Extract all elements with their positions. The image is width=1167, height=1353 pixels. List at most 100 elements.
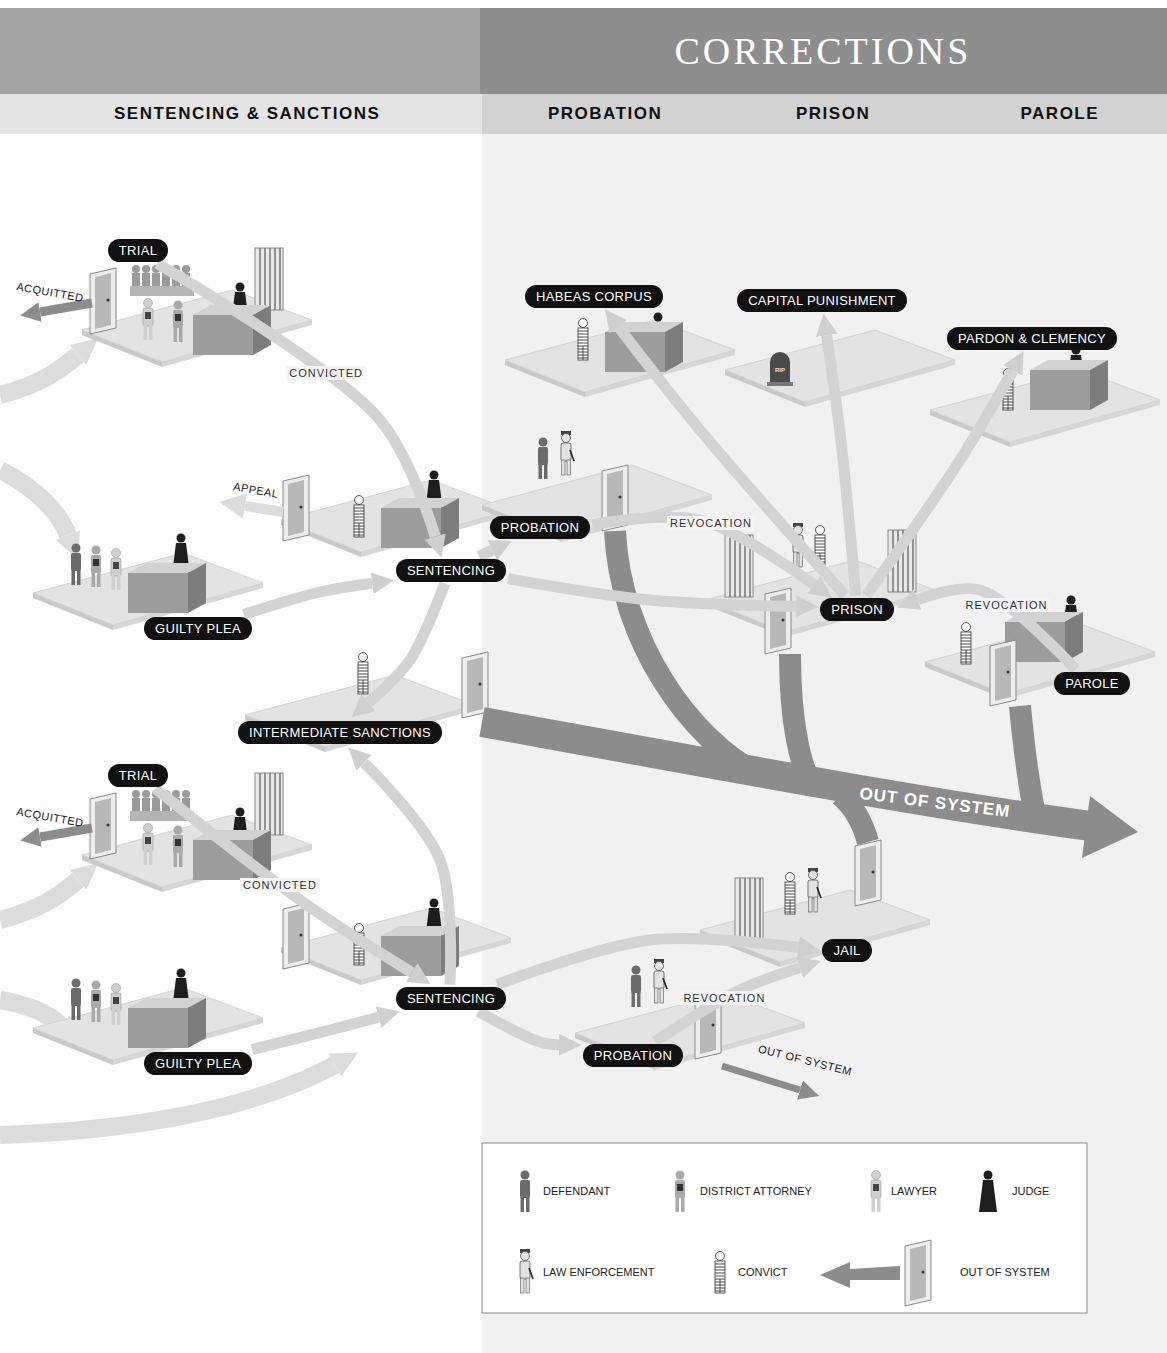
trial-scene	[82, 248, 312, 367]
station-tag: SENTENCING	[396, 559, 506, 582]
flow-connector	[368, 584, 444, 703]
station-tag: PRISON	[820, 598, 894, 621]
connector-label: REVOCATION	[667, 516, 755, 530]
station-label: PARDON & CLEMENCY	[958, 331, 1106, 346]
station-label: CAPITAL PUNISHMENT	[748, 293, 896, 308]
door-frame	[765, 588, 791, 654]
flow-arrow	[0, 1000, 60, 1025]
station-label: GUILTY PLEA	[155, 621, 241, 636]
legend-icon	[520, 1171, 530, 1213]
station-tag: HABEAS CORPUS	[525, 285, 663, 308]
exit-flows	[40, 303, 1090, 1090]
flow-arrow	[0, 880, 78, 920]
flow-connector	[655, 968, 800, 1042]
officer-figure	[808, 868, 821, 912]
legend-icon	[905, 1240, 931, 1306]
station-tag: GUILTY PLEA	[144, 1052, 252, 1075]
appeal-arrow	[245, 506, 283, 512]
station-label: TRIAL	[119, 768, 157, 783]
acquitted-arrow	[40, 303, 92, 312]
tombstone	[767, 352, 793, 386]
header-band	[480, 8, 1167, 94]
station-label: TRIAL	[119, 243, 157, 258]
station-label: INTERMEDIATE SANCTIONS	[249, 725, 431, 740]
station-label: JAIL	[833, 943, 860, 958]
flow-connector	[157, 264, 435, 537]
flow-connector	[508, 579, 796, 607]
station-label: SENTENCING	[407, 563, 495, 578]
sentencing-scene	[281, 471, 511, 558]
column-heading: PAROLE	[1021, 104, 1100, 124]
legend-label: DISTRICT ATTORNEY	[700, 1184, 812, 1198]
connector-label: CONVICTED	[240, 878, 320, 892]
convict-figure	[578, 319, 588, 361]
connector-label: CONVICTED	[286, 366, 366, 380]
subheader-band	[482, 94, 1167, 134]
flow-connector	[497, 939, 798, 985]
flow-arrow	[0, 470, 68, 535]
legend-icon	[820, 1262, 900, 1288]
plea-scene	[33, 969, 263, 1066]
connector-label: REVOCATION	[680, 991, 768, 1005]
column-heading: PRISON	[796, 104, 870, 124]
flow-connector	[479, 550, 492, 556]
legend-icon	[520, 1249, 533, 1293]
station-label: PRISON	[831, 602, 883, 617]
station-tag: JAIL	[822, 939, 871, 962]
legend-label: OUT OF SYSTEM	[960, 1265, 1050, 1279]
habeas-scene	[505, 313, 735, 398]
exit-head	[1082, 796, 1138, 858]
exit-arrow	[722, 1066, 800, 1090]
station-tag: GUILTY PLEA	[144, 617, 252, 640]
exit-band	[1020, 706, 1035, 815]
door-frame	[990, 640, 1016, 706]
station-label: GUILTY PLEA	[155, 1056, 241, 1071]
legend-icon	[675, 1171, 685, 1213]
exit-band	[482, 722, 1090, 826]
door-frame	[462, 652, 488, 718]
jail-scene	[700, 840, 930, 967]
header-band	[0, 8, 480, 94]
incoming-flows	[0, 355, 335, 1135]
station-label: SENTENCING	[407, 991, 495, 1006]
pardon-scene	[930, 346, 1160, 448]
legend-label: LAWYER	[891, 1184, 937, 1198]
legend-label: CONVICT	[738, 1265, 788, 1279]
station-tag: PROBATION	[583, 1044, 683, 1067]
legend-icon	[871, 1171, 881, 1213]
flow-connector	[244, 583, 372, 614]
legend-icon	[979, 1171, 997, 1213]
subheader-band	[0, 94, 482, 134]
station-tag: INTERMEDIATE SANCTIONS	[238, 721, 442, 744]
tombstone-text: RIP	[775, 367, 785, 374]
trial-scene	[82, 773, 312, 892]
convict-figure	[358, 653, 368, 695]
connector-label: REVOCATION	[963, 598, 1051, 612]
parole-scene	[925, 596, 1155, 707]
flow-connector	[866, 370, 1013, 595]
corrections-ground	[482, 94, 1167, 1353]
intermediate-scene	[245, 652, 488, 752]
station-tag: TRIAL	[108, 239, 168, 262]
legend-label: DEFENDANT	[543, 1184, 610, 1198]
station-label: PROBATION	[501, 520, 579, 535]
station-tag: CAPITAL PUNISHMENT	[737, 289, 907, 312]
flow-connector	[478, 1012, 559, 1045]
station-label: HABEAS CORPUS	[536, 289, 652, 304]
flow-connector	[364, 763, 450, 985]
convict-figure	[961, 623, 971, 665]
flow-connector	[827, 335, 856, 595]
acquitted-arrow	[40, 828, 92, 837]
convict-figure	[785, 873, 795, 915]
station-tag: TRIAL	[108, 764, 168, 787]
desk-block	[1030, 360, 1108, 410]
flow-arrow	[0, 1065, 335, 1135]
plea-scene	[33, 534, 263, 631]
station-tag: PARDON & CLEMENCY	[947, 327, 1117, 350]
flow-connector	[155, 789, 411, 973]
legend-label: LAW ENFORCEMENT	[543, 1265, 654, 1279]
flow-arrow	[0, 355, 78, 395]
